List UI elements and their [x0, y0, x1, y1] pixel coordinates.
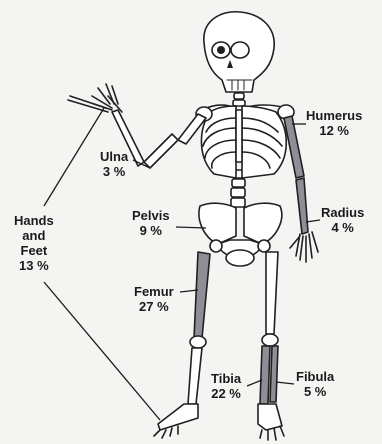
left-shin: [188, 348, 202, 404]
humerus-bone: [284, 116, 304, 178]
fibula-bone: [270, 346, 278, 402]
fibula-name: Fibula: [296, 369, 334, 384]
ulna-value: 3 %: [100, 164, 128, 179]
femur-right: [266, 252, 278, 334]
humerus-name: Humerus: [306, 108, 362, 123]
femur-bone: [194, 252, 210, 338]
pelvis-name: Pelvis: [132, 208, 170, 223]
femur-name: Femur: [134, 284, 174, 299]
humerus-value: 12 %: [306, 123, 362, 138]
radius-leader: [306, 220, 320, 222]
tibia-value: 22 %: [211, 386, 241, 401]
hands-feet-value: 13 %: [14, 258, 54, 273]
fibula-label: Fibula 5 %: [296, 369, 334, 399]
hands-feet-line3: Feet: [14, 243, 54, 258]
fibula-leader: [276, 382, 294, 384]
tibia-bone: [260, 346, 270, 404]
ulna-bone: [144, 134, 178, 168]
right-hand: [290, 232, 318, 262]
pelvis-value: 9 %: [132, 223, 170, 238]
knee-right: [262, 334, 278, 346]
radius-label: Radius 4 %: [321, 205, 364, 235]
tibia-leader: [247, 380, 262, 386]
radius-value: 4 %: [321, 220, 364, 235]
femur-value: 27 %: [134, 299, 174, 314]
femur-leader: [180, 290, 198, 292]
tibia-label: Tibia 22 %: [211, 371, 241, 401]
knee-left: [190, 336, 206, 348]
radius-bone: [296, 178, 308, 234]
left-foot: [154, 404, 198, 438]
ulna-label: Ulna 3 %: [100, 149, 128, 179]
femur-label: Femur 27 %: [134, 284, 174, 314]
hands-feet-label: Hands and Feet 13 %: [14, 213, 54, 273]
pelvis-label: Pelvis 9 %: [132, 208, 170, 238]
ribcage: [201, 106, 286, 178]
right-foot: [258, 404, 284, 440]
hands-feet-line2: and: [14, 228, 54, 243]
radius-name: Radius: [321, 205, 364, 220]
humerus-label: Humerus 12 %: [306, 108, 362, 138]
hands-feet-line1: Hands: [14, 213, 54, 228]
fibula-value: 5 %: [296, 384, 334, 399]
hands-leader-up: [44, 108, 104, 206]
tibia-name: Tibia: [211, 371, 241, 386]
skull: [204, 12, 274, 92]
ulna-name: Ulna: [100, 149, 128, 164]
